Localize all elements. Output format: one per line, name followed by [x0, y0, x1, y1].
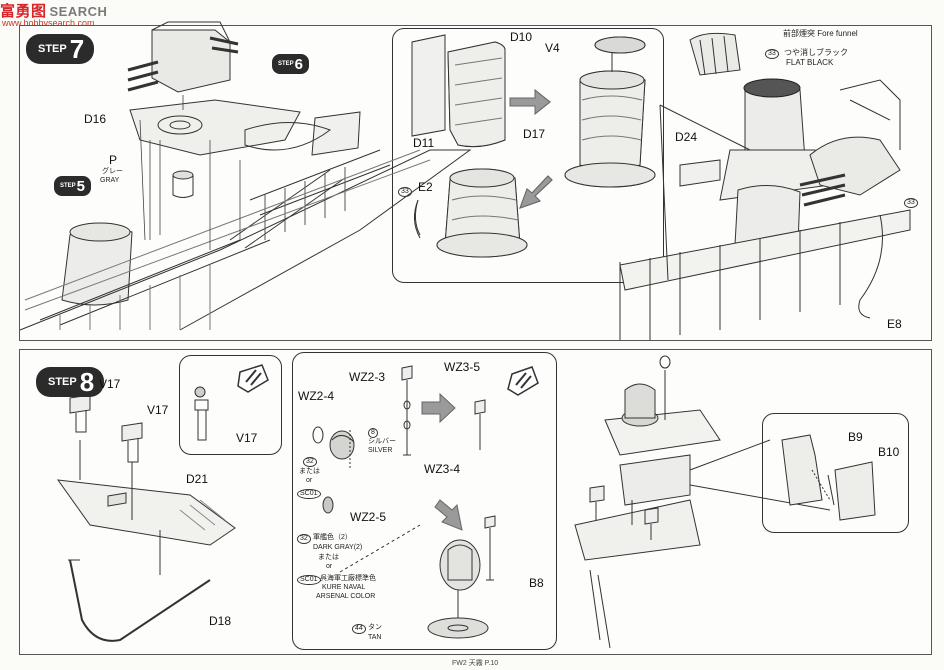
- kure-jp: 呉海軍工廠標準色: [320, 575, 376, 582]
- paint-code-or1: 32: [303, 457, 317, 467]
- darkgray-en: DARK GRAY(2): [313, 544, 363, 551]
- or1-en: or: [306, 477, 313, 484]
- silver-jp: シルバー: [368, 438, 396, 445]
- or2-en: or: [326, 563, 333, 570]
- step-number: 6: [294, 55, 304, 73]
- label-d18: D18: [209, 614, 232, 628]
- paint-p-en: GRAY: [100, 177, 120, 184]
- label-v4: V4: [545, 41, 560, 55]
- label-b9: B9: [848, 430, 863, 444]
- paint-p-jp: グレー: [102, 168, 123, 175]
- label-v17-c: V17: [236, 431, 258, 445]
- step-word: STEP: [60, 183, 76, 189]
- step-number: 7: [69, 34, 85, 64]
- label-wz3-5: WZ3-5: [444, 360, 480, 374]
- label-d17: D17: [523, 127, 546, 141]
- step-number: 8: [79, 367, 95, 397]
- watermark-text: SEARCH: [49, 4, 108, 19]
- paint-code-33-e2: 33: [398, 187, 412, 197]
- darkgray-jp: 軍艦色（2）: [313, 534, 352, 541]
- step-word: STEP: [48, 376, 77, 388]
- paint-code-sc01: SC01: [297, 489, 321, 499]
- label-d11: D11: [413, 136, 435, 150]
- kure-en-2: ARSENAL COLOR: [316, 593, 376, 600]
- paint-code-33-e8: 33: [904, 198, 918, 208]
- paint-code-silver: 8: [368, 428, 378, 438]
- label-d21: D21: [186, 472, 209, 486]
- label-d24: D24: [675, 130, 698, 144]
- paint-code-darkgray: 32: [297, 534, 311, 544]
- tan-jp: タン: [368, 624, 382, 631]
- label-e8: E8: [887, 317, 902, 331]
- or1-jp: または: [299, 468, 320, 475]
- step-word: STEP: [38, 43, 67, 55]
- paint-code-kure: SC01: [297, 575, 321, 585]
- label-wz2-3: WZ2-3: [349, 370, 385, 384]
- paint-code-33: 33: [765, 49, 779, 59]
- or2-jp: または: [318, 554, 339, 561]
- label-b8: B8: [529, 576, 544, 590]
- label-v17-b: V17: [147, 403, 169, 417]
- watermark-url: www.hobbysearch.com: [2, 18, 95, 28]
- label-v17-a: V17: [99, 377, 121, 391]
- step-number: 5: [76, 177, 86, 195]
- kure-en-1: KURE NAVAL: [322, 584, 366, 591]
- paint-code-tan: 44: [352, 624, 366, 634]
- tan-en: TAN: [368, 634, 382, 641]
- label-p: P: [109, 153, 118, 167]
- label-wz2-4: WZ2-4: [298, 389, 334, 403]
- label-b10: B10: [878, 445, 900, 459]
- watermark-logo: 富勇图: [0, 3, 47, 20]
- label-wz2-5: WZ2-5: [350, 510, 386, 524]
- fore-funnel-label: 前部煙突 Fore funnel: [783, 29, 858, 38]
- label-e2: E2: [418, 180, 433, 194]
- label-d16: D16: [84, 112, 107, 126]
- flat-black-en: FLAT BLACK: [786, 58, 834, 67]
- flat-black-jp: つや消しブラック: [784, 48, 848, 57]
- page-footer: FW2 天霧 P.10: [452, 660, 499, 667]
- label-wz3-4: WZ3-4: [424, 462, 460, 476]
- silver-en: SILVER: [368, 447, 393, 454]
- label-d10: D10: [510, 30, 533, 44]
- step-word: STEP: [278, 61, 294, 67]
